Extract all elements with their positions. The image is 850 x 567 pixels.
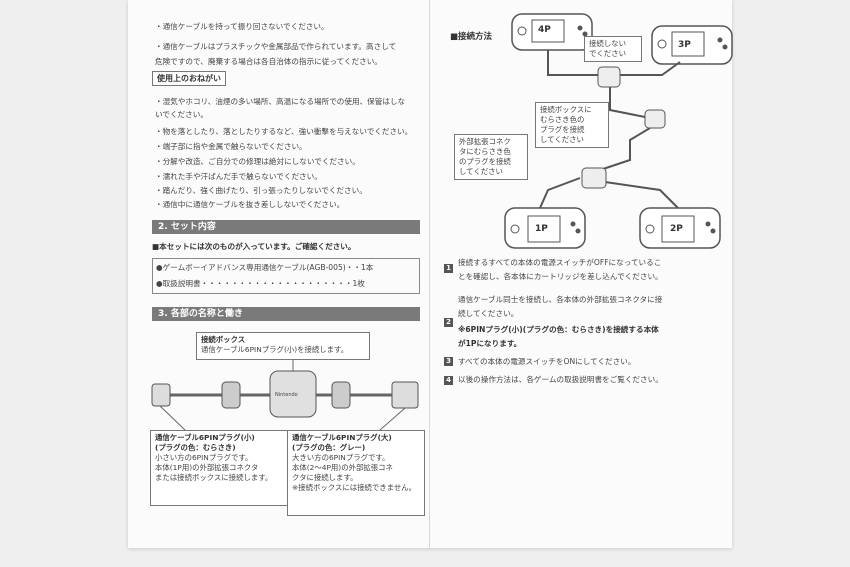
contents-item-1: ●ゲームボーイアドバンス専用通信ケーブル(AGB-005)・・1本 bbox=[156, 263, 374, 272]
usage-line-3: ・物を落としたり、落としたりするなど、強い衝撃を与えないでください。 bbox=[155, 127, 413, 136]
plug-small-line-3: または接続ボックスに接続します。 bbox=[155, 473, 273, 482]
usage-line-8: ・通信中に通信ケーブルを抜き差ししないでください。 bbox=[155, 200, 345, 209]
connection-box-mid-icon bbox=[644, 109, 666, 129]
handheld-3p-icon bbox=[651, 25, 733, 65]
usage-line-4: ・端子部に指や金属で触らないでください。 bbox=[155, 142, 307, 151]
contents-box bbox=[152, 258, 420, 294]
step-2-line-3: ※6PINプラグ(小)(プラグの色：むらさき)を接続する本体 bbox=[458, 325, 659, 334]
connection-cables bbox=[539, 50, 681, 209]
player-label-4p: 4P bbox=[538, 25, 551, 35]
small-plug-icon bbox=[151, 383, 171, 407]
connect-box-line-4: してください bbox=[540, 135, 584, 144]
ext-connector-line-4: してください bbox=[459, 167, 503, 176]
no-connect-line-1: 接続しない bbox=[589, 39, 626, 48]
handheld-2p-icon bbox=[639, 207, 721, 249]
leader-line-small bbox=[159, 405, 186, 431]
ext-connector-callout: 外部拡張コネク タにむらさき色 のプラグを接続 してください bbox=[454, 134, 528, 180]
usage-line-6: ・濡れた手や汗ばんだ手で触らないでください。 bbox=[155, 172, 322, 181]
section2-title: 2. セット内容 bbox=[152, 220, 420, 234]
page-fold bbox=[429, 0, 430, 548]
intro-line-3: 危険ですので、廃棄する場合は各自治体の指示に従ってください。 bbox=[155, 57, 382, 66]
connector-box-callout: 接続ボックス 通信ケーブル6PINプラグ(小)を接続します。 bbox=[196, 332, 370, 360]
step-4-line-1: 以後の操作方法は、各ゲームの取扱説明書をご覧ください。 bbox=[458, 375, 663, 384]
step-4-number: 4 bbox=[444, 376, 453, 385]
handheld-1p-icon bbox=[504, 207, 586, 249]
plug-small-title: 通信ケーブル6PINプラグ(小) bbox=[155, 433, 255, 442]
usage-line-2: いでください。 bbox=[155, 110, 208, 119]
usage-header: 使用上のおねがい bbox=[152, 71, 226, 86]
plug-large-color: (プラグの色：グレー) bbox=[292, 443, 366, 452]
plug-small-line-1: 小さい方の6PINプラグです。 bbox=[155, 453, 253, 462]
plug-large-line-2: 本体(2～4P用)の外部拡張コネ bbox=[292, 463, 393, 472]
connect-box-line-3: プラグを接続 bbox=[540, 125, 585, 134]
step-1-number: 1 bbox=[444, 264, 453, 273]
plug-small-line-2: 本体(1P用)の外部拡張コネクタ bbox=[155, 463, 259, 472]
leader-line-large bbox=[379, 407, 406, 431]
plug-large-title: 通信ケーブル6PINプラグ(大) bbox=[292, 433, 392, 442]
usage-line-1: ・湿気やホコリ、油煙の多い場所、高温になる場所での使用、保管はしな bbox=[155, 97, 406, 106]
plug-large-line-4: ※接続ボックスには接続できません。 bbox=[292, 483, 417, 492]
step-2-line-1: 通信ケーブル同士を接続し、各本体の外部拡張コネクタに接 bbox=[458, 295, 663, 304]
ext-connector-line-1: 外部拡張コネク bbox=[459, 137, 511, 146]
connect-box-callout: 接続ボックスに むらさき色の プラグを接続 してください bbox=[535, 102, 609, 148]
step-2-line-4: が1Pになります。 bbox=[458, 339, 522, 348]
connector-box-desc: 通信ケーブル6PINプラグ(小)を接続します。 bbox=[201, 345, 349, 354]
method-header: ■接続方法 bbox=[450, 32, 493, 42]
ferrite-core-left-icon bbox=[221, 381, 241, 409]
usage-line-5: ・分解や改造、ご自分での修理は絶対にしないでください。 bbox=[155, 157, 360, 166]
plug-large-line-3: クタに接続します。 bbox=[292, 473, 358, 482]
player-label-2p: 2P bbox=[670, 224, 683, 234]
plug-small-color: (プラグの色：むらさき) bbox=[155, 443, 236, 452]
connection-box-bottom-icon bbox=[581, 167, 607, 189]
contents-item-2: ●取扱説明書・・・・・・・・・・・・・・・・・・・・1枚 bbox=[156, 279, 365, 288]
section2-lead: ■本セットには次のものが入っています。ご確認ください。 bbox=[152, 242, 356, 251]
step-3-line-1: すべての本体の電源スイッチをONにしてください。 bbox=[458, 357, 636, 366]
step-1-line-2: とを確認し、各本体にカートリッジを差し込んでください。 bbox=[458, 272, 663, 281]
step-1-line-1: 接続するすべての本体の電源スイッチがOFFになっているこ bbox=[458, 258, 662, 267]
connector-box-title: 接続ボックス bbox=[201, 335, 246, 344]
step-2-number: 2 bbox=[444, 318, 453, 327]
player-label-3p: 3P bbox=[678, 40, 691, 50]
no-connect-callout: 接続しない でください bbox=[584, 36, 642, 62]
ferrite-core-right-icon bbox=[331, 381, 351, 409]
ext-connector-line-3: のプラグを接続 bbox=[459, 157, 511, 166]
step-2-line-2: 続してください。 bbox=[458, 309, 519, 318]
handheld-4p-icon bbox=[511, 13, 593, 51]
plug-large-callout: 通信ケーブル6PINプラグ(大) (プラグの色：グレー) 大きい方の6PINプラ… bbox=[287, 430, 425, 516]
no-connect-line-2: でください bbox=[589, 49, 626, 58]
plug-small-callout: 通信ケーブル6PINプラグ(小) (プラグの色：むらさき) 小さい方の6PINプ… bbox=[150, 430, 288, 506]
step-3-number: 3 bbox=[444, 357, 453, 366]
ext-connector-line-2: タにむらさき色 bbox=[459, 147, 511, 156]
intro-line-1: ・通信ケーブルを持って振り回さないでください。 bbox=[155, 22, 329, 31]
connect-box-line-1: 接続ボックスに bbox=[540, 105, 592, 114]
connection-box-top-icon bbox=[597, 66, 621, 88]
plug-large-line-1: 大きい方の6PINプラグです。 bbox=[292, 453, 390, 462]
player-label-1p: 1P bbox=[535, 224, 548, 234]
connect-box-line-2: むらさき色の bbox=[540, 115, 585, 124]
intro-line-2: ・通信ケーブルはプラスチックや金属部品で作られています。高さして bbox=[155, 42, 397, 51]
section3-title: 3. 各部の名称と働き bbox=[152, 307, 420, 321]
usage-line-7: ・踏んだり、強く曲げたり、引っ張ったりしないでください。 bbox=[155, 186, 367, 195]
box-logo: Nintendo bbox=[275, 392, 298, 398]
